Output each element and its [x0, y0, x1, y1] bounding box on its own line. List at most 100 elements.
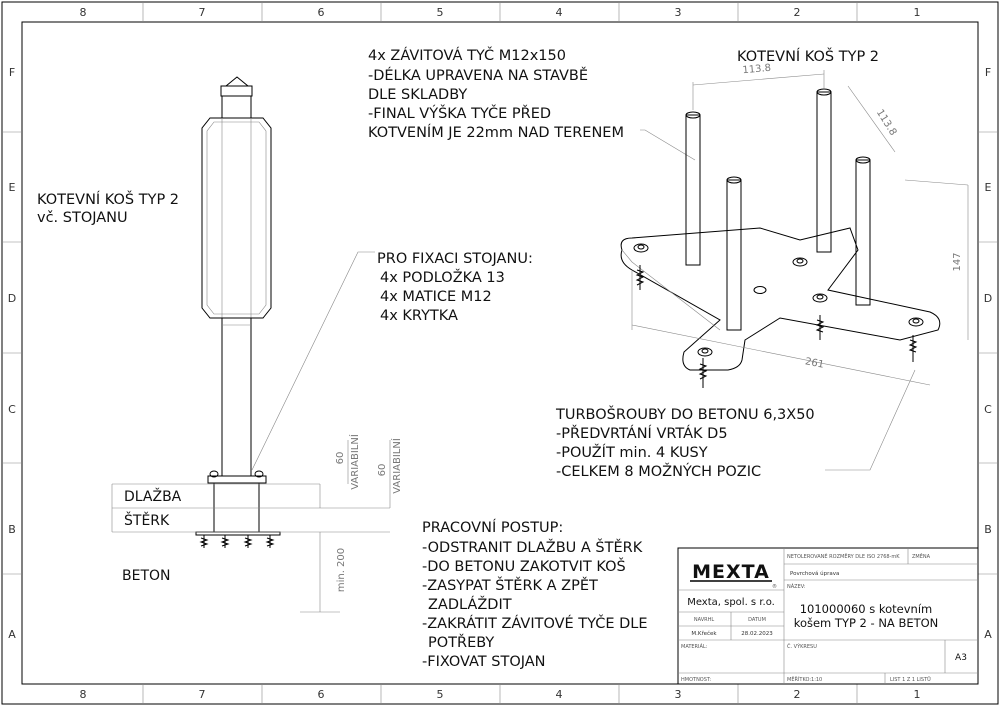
anchor-plate — [195, 531, 281, 536]
iso-rods — [685, 88, 871, 331]
zmena-label: ZMĚNA — [912, 552, 931, 560]
iso-screws — [635, 265, 918, 388]
pole-cap — [224, 76, 250, 87]
zone-column-ticks — [142, 2, 858, 704]
nut-cap — [209, 470, 219, 478]
weight-label: HMOTNOST: — [681, 677, 711, 683]
title-block: MEXTA ® Mexta, spol. s r.o. NAVRHL DATUM… — [677, 547, 979, 685]
col-label-bottom: 8 — [80, 688, 87, 701]
procedure-line1: -ODSTRANIT DLAŽBU A ŠTĚRK — [422, 538, 643, 556]
rod-note-line1: 4x ZÁVITOVÁ TYČ M12x150 — [368, 46, 566, 64]
stand-title-line2: vč. STOJANU — [37, 210, 128, 226]
date-value: 28.02.2023 — [741, 631, 773, 637]
pole-upper — [221, 95, 252, 119]
col-label-bottom: 5 — [437, 688, 444, 701]
anchor-screws — [199, 535, 275, 548]
row-label-right: F — [985, 66, 991, 79]
procedure-line5: -ZAKRÁTIT ZÁVITOVÉ TYČE DLE — [422, 614, 648, 632]
col-label-top: 8 — [80, 6, 87, 19]
layer-sterk-label: ŠTĚRK — [124, 511, 170, 529]
procedure-line7: -FIXOVAT STOJAN — [422, 654, 546, 670]
procedure-line4: ZADLÁŽDIT — [428, 595, 512, 613]
col-navrhl: NAVRHL — [694, 617, 714, 623]
nazev-label: NÁZEV: — [787, 583, 806, 590]
stand-side-view: DLAŽBA ŠTĚRK BETON 60 VARIABILNÍ 60 VARI… — [111, 76, 403, 613]
iso-washers — [633, 243, 924, 357]
dim-60-a: 60 — [335, 452, 346, 465]
col-label-top: 4 — [556, 6, 563, 19]
logo-registered-mark: ® — [772, 583, 777, 590]
col-label-bottom: 4 — [556, 688, 563, 701]
col-label-top: 3 — [675, 6, 682, 19]
screws-note-line2: -PŘEDVRTÁNÍ VRTÁK D5 — [556, 425, 728, 442]
row-label-right: A — [984, 628, 992, 641]
dim-60-b: 60 — [377, 464, 388, 477]
sign-panel — [201, 117, 272, 319]
screws-note-line1: TURBOŠROUBY DO BETONU 6,3X50 — [555, 405, 815, 423]
screws-note-line4: -CELKEM 8 MOŽNÝCH POZIC — [556, 462, 761, 480]
row-label-left: F — [9, 66, 15, 79]
fix-note-line3: 4x MATICE M12 — [380, 289, 492, 305]
col-datum: DATUM — [748, 617, 766, 623]
company-logo: MEXTA — [692, 561, 770, 583]
row-label-right: B — [984, 523, 992, 536]
cross-plate — [620, 227, 941, 371]
drawing-name-line2: košem TYP 2 - NA BETON — [794, 616, 939, 630]
pole-lower — [221, 317, 252, 477]
procedure-note: PRACOVNÍ POSTUP: -ODSTRANIT DLAŽBU A ŠTĚ… — [422, 519, 648, 670]
scale-label: MĚŘÍTKO:1:10 — [787, 675, 822, 683]
col-label-bottom: 7 — [199, 688, 206, 701]
rod-note-line2: -DÉLKA UPRAVENA NA STAVBĚ — [368, 67, 588, 84]
row-label-left: A — [8, 628, 16, 641]
stand-title-line1: KOTEVNÍ KOŠ TYP 2 — [37, 190, 179, 208]
dim-min200: min. 200 — [336, 548, 347, 592]
pole-top-collar — [220, 85, 253, 97]
procedure-line6: POTŘEBY — [428, 634, 494, 651]
drawing-number-label: Č. VÝKRESU — [787, 643, 817, 650]
col-label-top: 2 — [794, 6, 801, 19]
dim-variabilni-a: VARIABILNÍ — [348, 434, 361, 490]
surface-label: Povrchová úprava — [790, 570, 839, 577]
col-label-bottom: 6 — [318, 688, 325, 701]
col-label-top: 6 — [318, 6, 325, 19]
zone-row-ticks — [2, 131, 998, 575]
row-label-left: B — [8, 523, 16, 536]
col-label-top: 1 — [914, 6, 921, 19]
procedure-line3: -ZASYPAT ŠTĚRK A ZPĚT — [422, 576, 598, 594]
ground-layers — [111, 483, 390, 533]
col-label-bottom: 1 — [914, 688, 921, 701]
procedure-title: PRACOVNÍ POSTUP: — [422, 519, 563, 536]
pole-base-flange — [207, 475, 267, 484]
sheet-count: LIST 1 Z 1 LISTŮ — [890, 676, 931, 683]
row-label-left: E — [9, 181, 16, 194]
row-label-left: C — [8, 403, 16, 416]
ground-dimensions — [300, 440, 391, 613]
nut-cap — [254, 470, 264, 478]
col-label-top: 5 — [437, 6, 444, 19]
col-label-top: 7 — [199, 6, 206, 19]
layer-beton-label: BETON — [122, 568, 171, 584]
dim-261: 261 — [804, 356, 825, 370]
row-label-left: D — [8, 292, 16, 305]
fix-note-line1: PRO FIXACI STOJANU: — [377, 251, 533, 267]
screws-note-line3: -POUŽÍT min. 4 KUSY — [556, 443, 708, 461]
tolerance-note: NETOLEROVANÉ ROZMĚRY DLE ISO 2768-mK — [787, 552, 900, 560]
dim-147: 147 — [952, 252, 963, 271]
col-label-bottom: 3 — [675, 688, 682, 701]
iso-dimension-lines — [631, 70, 969, 386]
rod-note-line3: DLE SKLADBY — [368, 87, 467, 103]
author-value: M.Křeček — [691, 630, 717, 637]
fix-note: PRO FIXACI STOJANU: 4x PODLOŽKA 13 4x MA… — [377, 251, 533, 324]
sheet-format: A3 — [955, 653, 967, 663]
layer-dlazba-label: DLAŽBA — [124, 487, 182, 505]
leader-lines — [251, 129, 916, 471]
rod-note-line5: KOTVENÍM JE 22mm NAD TERENEM — [368, 124, 624, 141]
procedure-line2: -DO BETONU ZAKOTVIT KOŠ — [422, 557, 626, 575]
fix-note-line4: 4x KRYTKA — [380, 308, 458, 324]
row-label-right: E — [985, 181, 992, 194]
dim-113-a: 113.8 — [742, 63, 771, 76]
dim-113-b: 113.8 — [874, 108, 899, 138]
screws-note: TURBOŠROUBY DO BETONU 6,3X50 -PŘEDVRTÁNÍ… — [555, 405, 815, 480]
